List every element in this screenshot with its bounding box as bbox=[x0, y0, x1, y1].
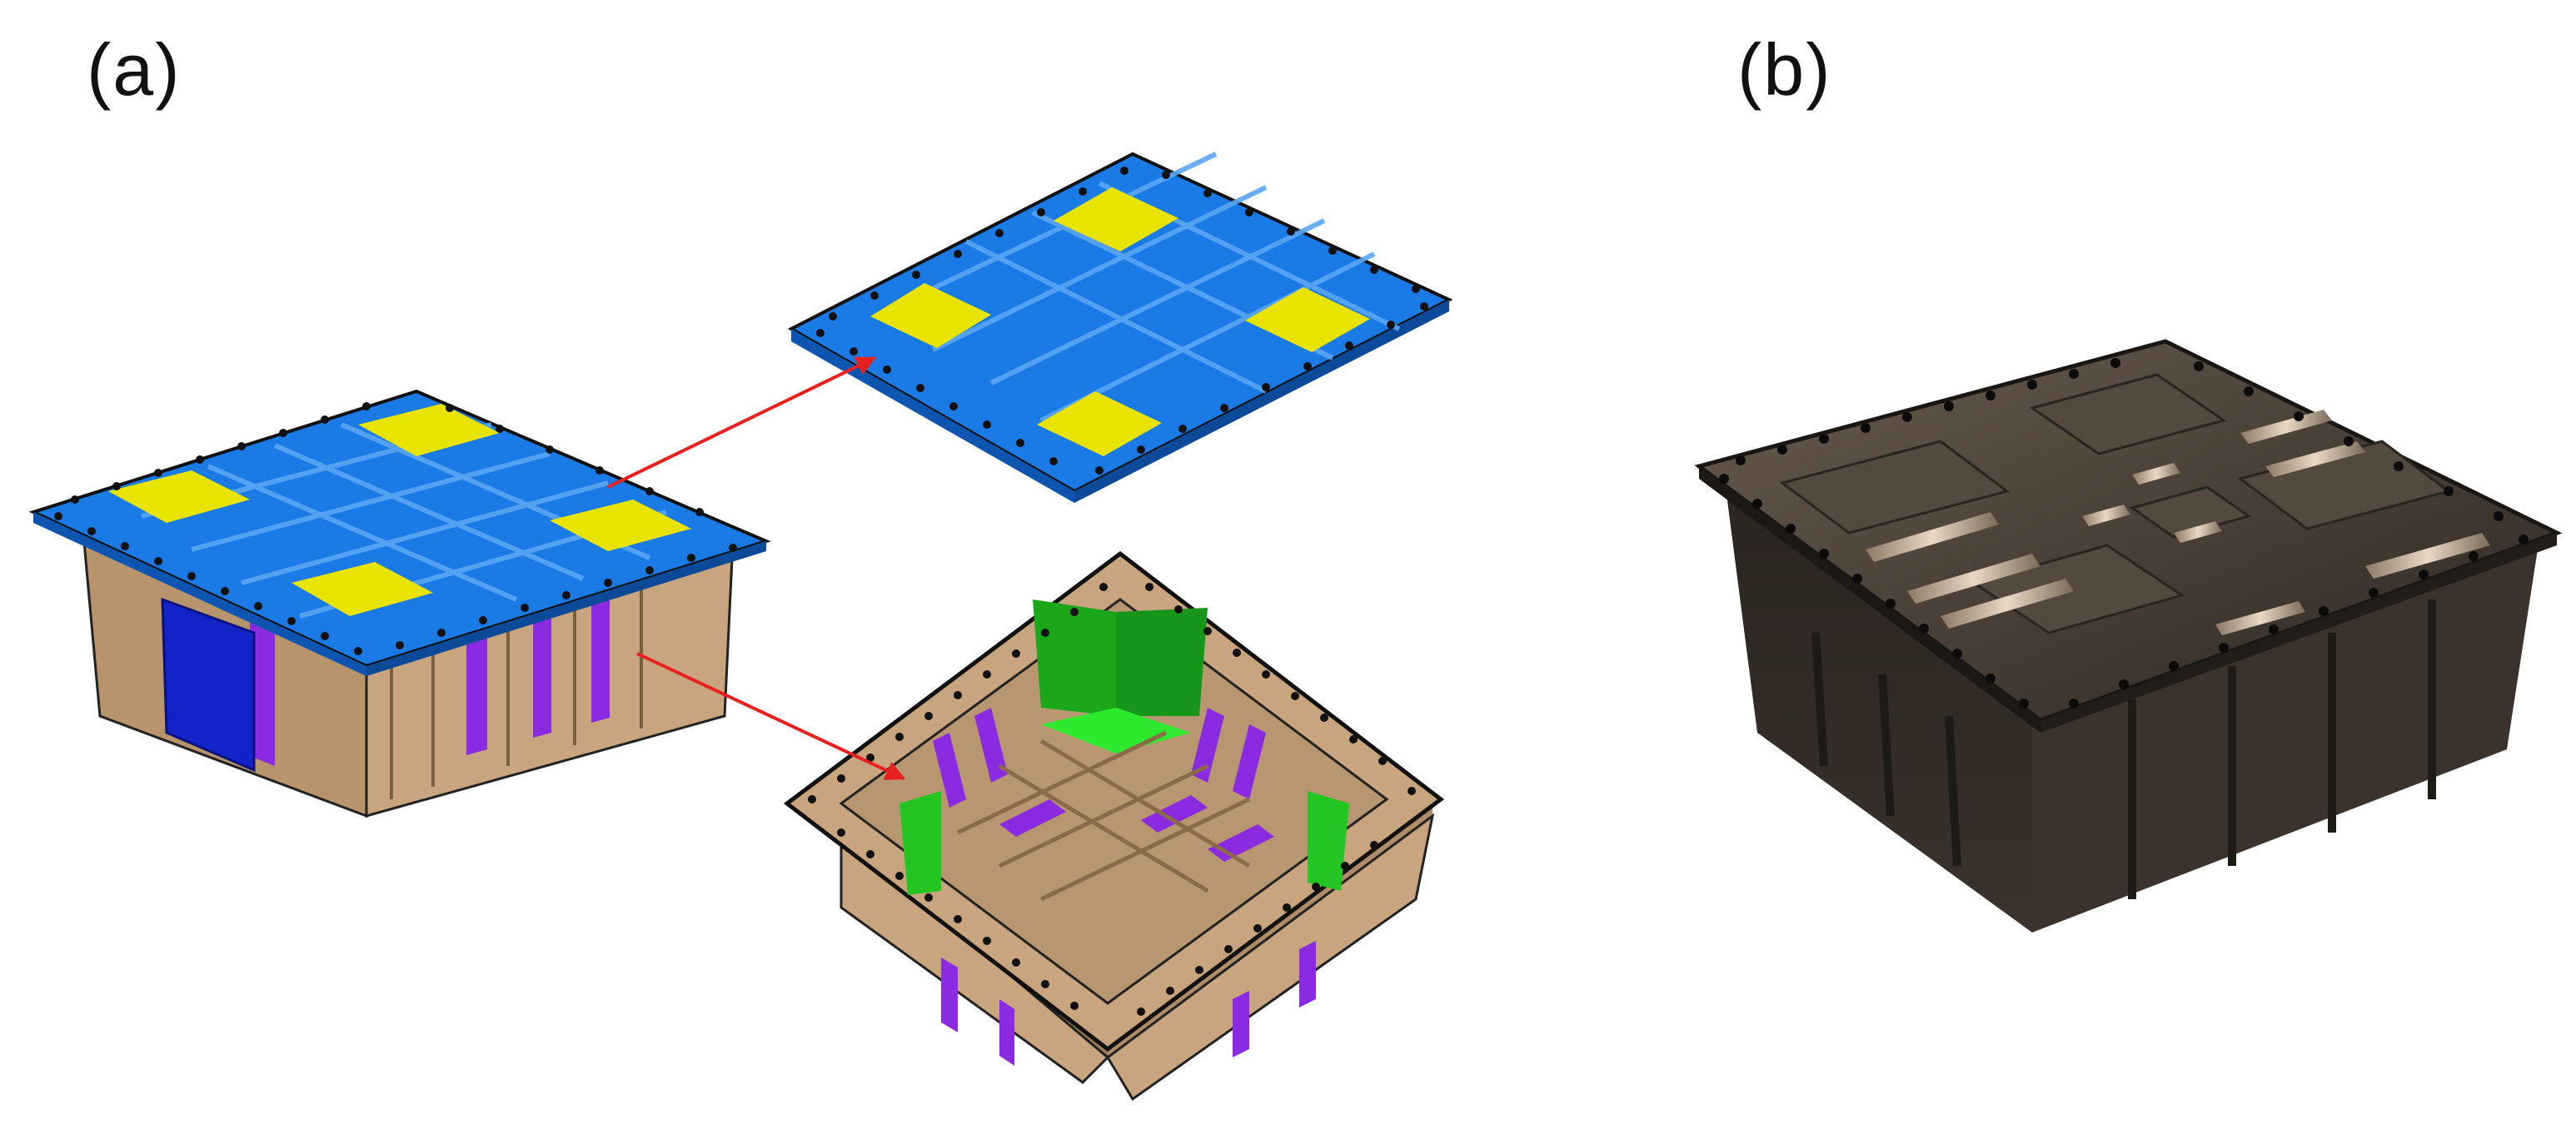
bolt-holes-lid bbox=[54, 402, 737, 655]
purple-ribs-front bbox=[250, 578, 610, 766]
blue-mounting-plate bbox=[161, 597, 256, 773]
bolt-holes-exploded-lid bbox=[816, 167, 1428, 475]
inner-floor bbox=[1041, 708, 1191, 754]
red-arrow-to-tray bbox=[636, 652, 906, 780]
bolt-holes-tray bbox=[808, 583, 1416, 1016]
exploded-tray bbox=[783, 550, 1445, 1102]
red-arrow-to-lid bbox=[607, 356, 877, 489]
bolt-holes-photo bbox=[1719, 358, 2529, 709]
embossed-ribs bbox=[1866, 410, 2490, 635]
assembled-battery-box bbox=[28, 389, 771, 818]
panel-label-b: (b) bbox=[1737, 28, 1832, 111]
yellow-pads-assembled bbox=[108, 404, 691, 616]
exploded-lid bbox=[787, 152, 1453, 503]
panel-label-a: (a) bbox=[87, 28, 182, 111]
battery-box-photo bbox=[1694, 339, 2563, 933]
yellow-pads-exploded bbox=[870, 187, 1370, 456]
